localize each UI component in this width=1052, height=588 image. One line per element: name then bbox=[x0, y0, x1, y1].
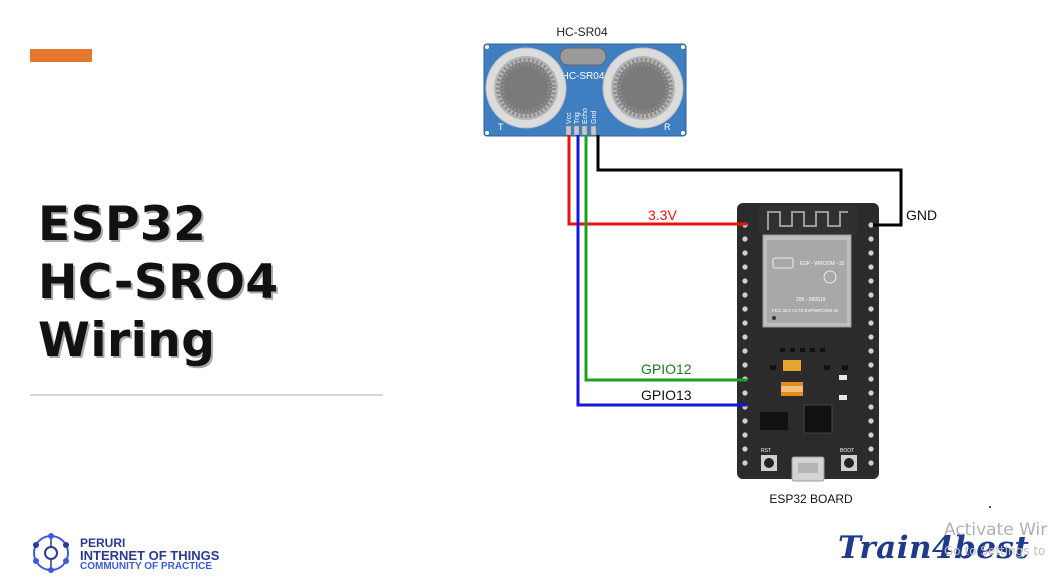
transducer-left bbox=[485, 47, 567, 129]
hc-sr04-sensor: HC-SR04 T R Vcc Trig Echo Gnd bbox=[483, 43, 687, 137]
train4best-logo: Train4best bbox=[838, 530, 1030, 566]
sensor-corner-r: R bbox=[664, 122, 671, 132]
peruri-line-1: PERURI bbox=[80, 536, 126, 550]
pin-trig bbox=[573, 125, 580, 136]
slide-title: ESP32 HC-SRO4 Wiring bbox=[38, 196, 279, 370]
network-icon bbox=[33, 533, 69, 573]
boot-button-label: BOOT bbox=[840, 448, 854, 454]
activate-windows-title: Activate Wir bbox=[944, 520, 1048, 540]
sensor-corner-t: T bbox=[498, 122, 504, 132]
peruri-line-2: INTERNET OF THINGS bbox=[80, 548, 220, 563]
peruri-iot-logo: PERURI INTERNET OF THINGS COMMUNITY OF P… bbox=[28, 530, 248, 578]
wire-label-echo: GPIO13 bbox=[641, 387, 692, 403]
wire-vcc bbox=[567, 135, 747, 226]
peruri-line-3: COMMUNITY OF PRACTICE bbox=[80, 561, 213, 572]
activate-windows-subtitle: Go to Settings to bbox=[944, 544, 1046, 558]
esp32-board: ESP - WROOM - 32 205 - 000519 FCC ID:2 A… bbox=[737, 203, 879, 482]
usb-chip bbox=[803, 404, 833, 434]
title-line-3: Wiring bbox=[38, 313, 216, 368]
wire-echo bbox=[576, 135, 747, 407]
wire-label-trig: GPIO12 bbox=[641, 361, 692, 377]
pin-echo bbox=[581, 125, 588, 136]
orange-capacitor-1 bbox=[783, 360, 801, 371]
boot-button: BOOT bbox=[840, 448, 857, 471]
wire-trig bbox=[584, 135, 747, 382]
wire-label-vcc: 3.3V bbox=[648, 207, 677, 223]
wire-label-gnd: GND bbox=[906, 207, 937, 223]
sensor-body-label: HC-SR04 bbox=[562, 71, 605, 82]
rst-button: RST bbox=[761, 448, 777, 471]
title-divider bbox=[30, 394, 383, 396]
module-line-3: FCC ID:2 AC7Z-ESPWROOM 32 bbox=[772, 308, 839, 313]
pin-label-trig: Trig bbox=[574, 112, 581, 124]
right-header-pins bbox=[868, 222, 874, 466]
wiring-diagram: HC-SR04 HC-SR04 T R Vcc Trig Echo Gnd bbox=[483, 25, 937, 506]
title-line-1: ESP32 bbox=[38, 197, 207, 252]
pin-label-vcc: Vcc bbox=[566, 112, 573, 124]
accent-bar bbox=[30, 49, 92, 62]
pin-vcc bbox=[565, 125, 572, 136]
wire-gnd bbox=[596, 135, 903, 227]
pin-label-echo: Echo bbox=[582, 108, 589, 124]
module-line-1: ESP - WROOM - 32 bbox=[800, 261, 845, 267]
pin-gnd bbox=[590, 125, 597, 136]
module-line-2: 205 - 000519 bbox=[796, 297, 826, 303]
pin-label-gnd: Gnd bbox=[591, 111, 598, 124]
transducer-right bbox=[602, 47, 684, 129]
rst-button-label: RST bbox=[761, 448, 771, 454]
dot-mark bbox=[989, 506, 991, 508]
title-line-2: HC-SRO4 bbox=[38, 255, 279, 310]
board-caption: ESP32 BOARD bbox=[769, 492, 853, 506]
sensor-caption: HC-SR04 bbox=[556, 25, 608, 39]
